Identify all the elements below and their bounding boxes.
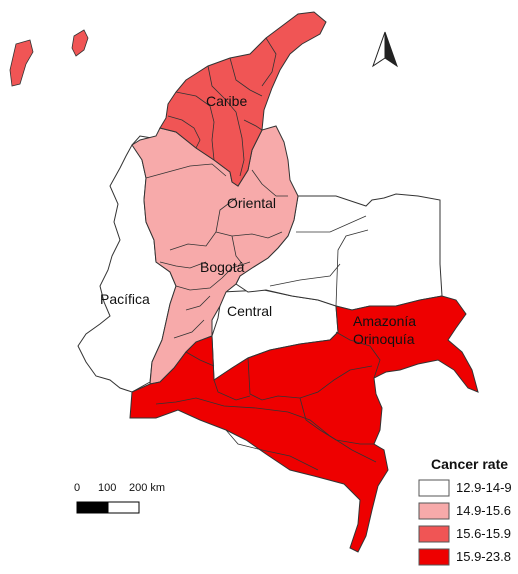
region-amazonia-orinoquia — [129, 295, 479, 553]
legend-label-2: 14.9-15.6 — [456, 503, 511, 518]
legend-label-4: 15.9-23.8 — [456, 549, 511, 564]
label-central: Central — [227, 303, 272, 319]
label-orinoquia: Orinoquía — [353, 331, 415, 347]
legend-title: Cancer rate — [431, 456, 508, 472]
legend-swatch-1 — [418, 479, 450, 497]
island-providencia — [71, 29, 89, 57]
label-oriental: Oriental — [227, 195, 276, 211]
legend-swatch-4 — [418, 548, 450, 566]
legend-swatch-3 — [418, 525, 450, 543]
label-caribe: Caribe — [206, 93, 247, 109]
legend-label-1: 12.9-14-9 — [456, 480, 512, 495]
island-san-andres — [9, 39, 34, 87]
label-amazonia: Amazonía — [353, 313, 416, 329]
legend-label-3: 15.6-15.9 — [456, 526, 511, 541]
legend: Cancer rate 12.9-14-9 14.9-15.6 15.6-15.… — [418, 456, 512, 566]
north-arrow-icon — [372, 31, 398, 68]
scale-tick-100: 100 — [98, 482, 116, 494]
scale-tick-200: 200 km — [129, 482, 165, 494]
label-pacifica: Pacífica — [100, 291, 150, 307]
region-caribe — [159, 11, 327, 187]
legend-swatch-2 — [418, 502, 450, 520]
label-bogota: Bogotá — [200, 259, 245, 275]
scale-tick-0: 0 — [74, 482, 80, 494]
scale-bar: 0 100 200 km — [74, 482, 165, 514]
